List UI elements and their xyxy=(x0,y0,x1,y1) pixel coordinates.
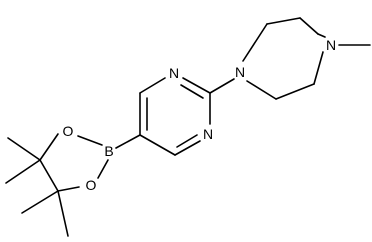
bond-c5-n4 xyxy=(317,33,326,38)
bond-c-methyl-2 xyxy=(5,159,41,184)
atom-label-oxygen-top: O xyxy=(63,123,74,139)
bond-o-top-c xyxy=(39,133,59,161)
bond-c2-n1 xyxy=(246,80,277,100)
atom-label-n-pyrimidine-top: N xyxy=(169,65,179,81)
bond-c-o-bottom xyxy=(57,186,80,192)
bond-c7-c6 xyxy=(266,17,301,25)
bond-c-c xyxy=(39,159,59,192)
atom-label-n-methyl-ring: N xyxy=(326,37,336,53)
atom-label-n-aryl-ring: N xyxy=(235,64,245,80)
atom-label-boron: B xyxy=(104,143,113,159)
bond-b-o-top xyxy=(77,135,103,146)
atom-label-n-pyrimidine-bottom: N xyxy=(203,126,213,142)
bond-c-methyl-3 xyxy=(21,190,59,214)
bond-n4-c3 xyxy=(313,51,324,85)
bond-pyrimidine-boron xyxy=(115,134,141,149)
bond-c-methyl-1 xyxy=(7,137,41,161)
pinacol-methyl-bonds xyxy=(5,137,69,237)
bond-c-methyl-4 xyxy=(57,190,69,237)
bond-o-bottom-b xyxy=(97,159,109,179)
pyrimidine-ring-bonds xyxy=(139,77,211,156)
bond-c5-c6 xyxy=(139,134,176,156)
bond-c6-n1 xyxy=(174,140,201,156)
bond-pyrimidine-diazepane xyxy=(209,78,235,94)
diazepane-ring-bonds xyxy=(242,17,326,100)
atom-label-oxygen-bottom: O xyxy=(86,177,97,193)
bond-c2-n3 xyxy=(182,77,211,94)
dioxaborolane-ring-bonds xyxy=(39,133,109,192)
bond-n1-c7 xyxy=(242,23,268,62)
bond-n3-c4 xyxy=(139,77,166,94)
bond-c3-c2 xyxy=(275,83,315,100)
bond-c6-c5 xyxy=(299,17,319,35)
bond-c2-n3-inner xyxy=(180,84,204,99)
bond-c6-n1-inner xyxy=(176,134,198,148)
